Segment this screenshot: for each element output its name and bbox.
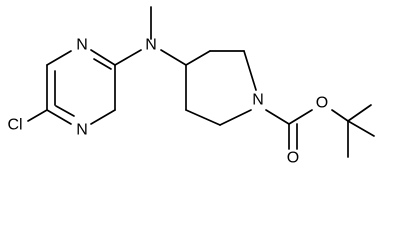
carbonyl-oxygen-label: O [287, 150, 299, 167]
bond [160, 49, 187, 66]
ester-oxygen-label: O [316, 95, 328, 112]
bond [243, 50, 257, 91]
bond [27, 109, 48, 122]
chemical-structure: Cl N N N N O O [7, 6, 375, 167]
bond [46, 109, 72, 125]
amine-nitrogen-label: N [145, 37, 157, 54]
bond [114, 49, 142, 66]
bond [219, 109, 252, 126]
bond [90, 49, 116, 66]
bond [347, 104, 372, 122]
bond [347, 120, 375, 137]
pyrimidine-ring [46, 49, 116, 125]
pyrimidine-nitrogen-bottom-label: N [76, 122, 88, 139]
bond [331, 109, 349, 122]
pyrimidine-nitrogen-top-label: N [76, 37, 88, 54]
bond [46, 50, 72, 66]
piperidine-ring [185, 50, 257, 126]
bond [185, 50, 211, 66]
bond [265, 109, 290, 125]
piperidine-nitrogen-label: N [252, 92, 264, 109]
bond [55, 105, 75, 117]
bond [93, 58, 112, 70]
chlorine-atom-label: Cl [7, 117, 22, 134]
bond [185, 109, 221, 126]
bond [288, 109, 313, 125]
bond [90, 109, 116, 125]
